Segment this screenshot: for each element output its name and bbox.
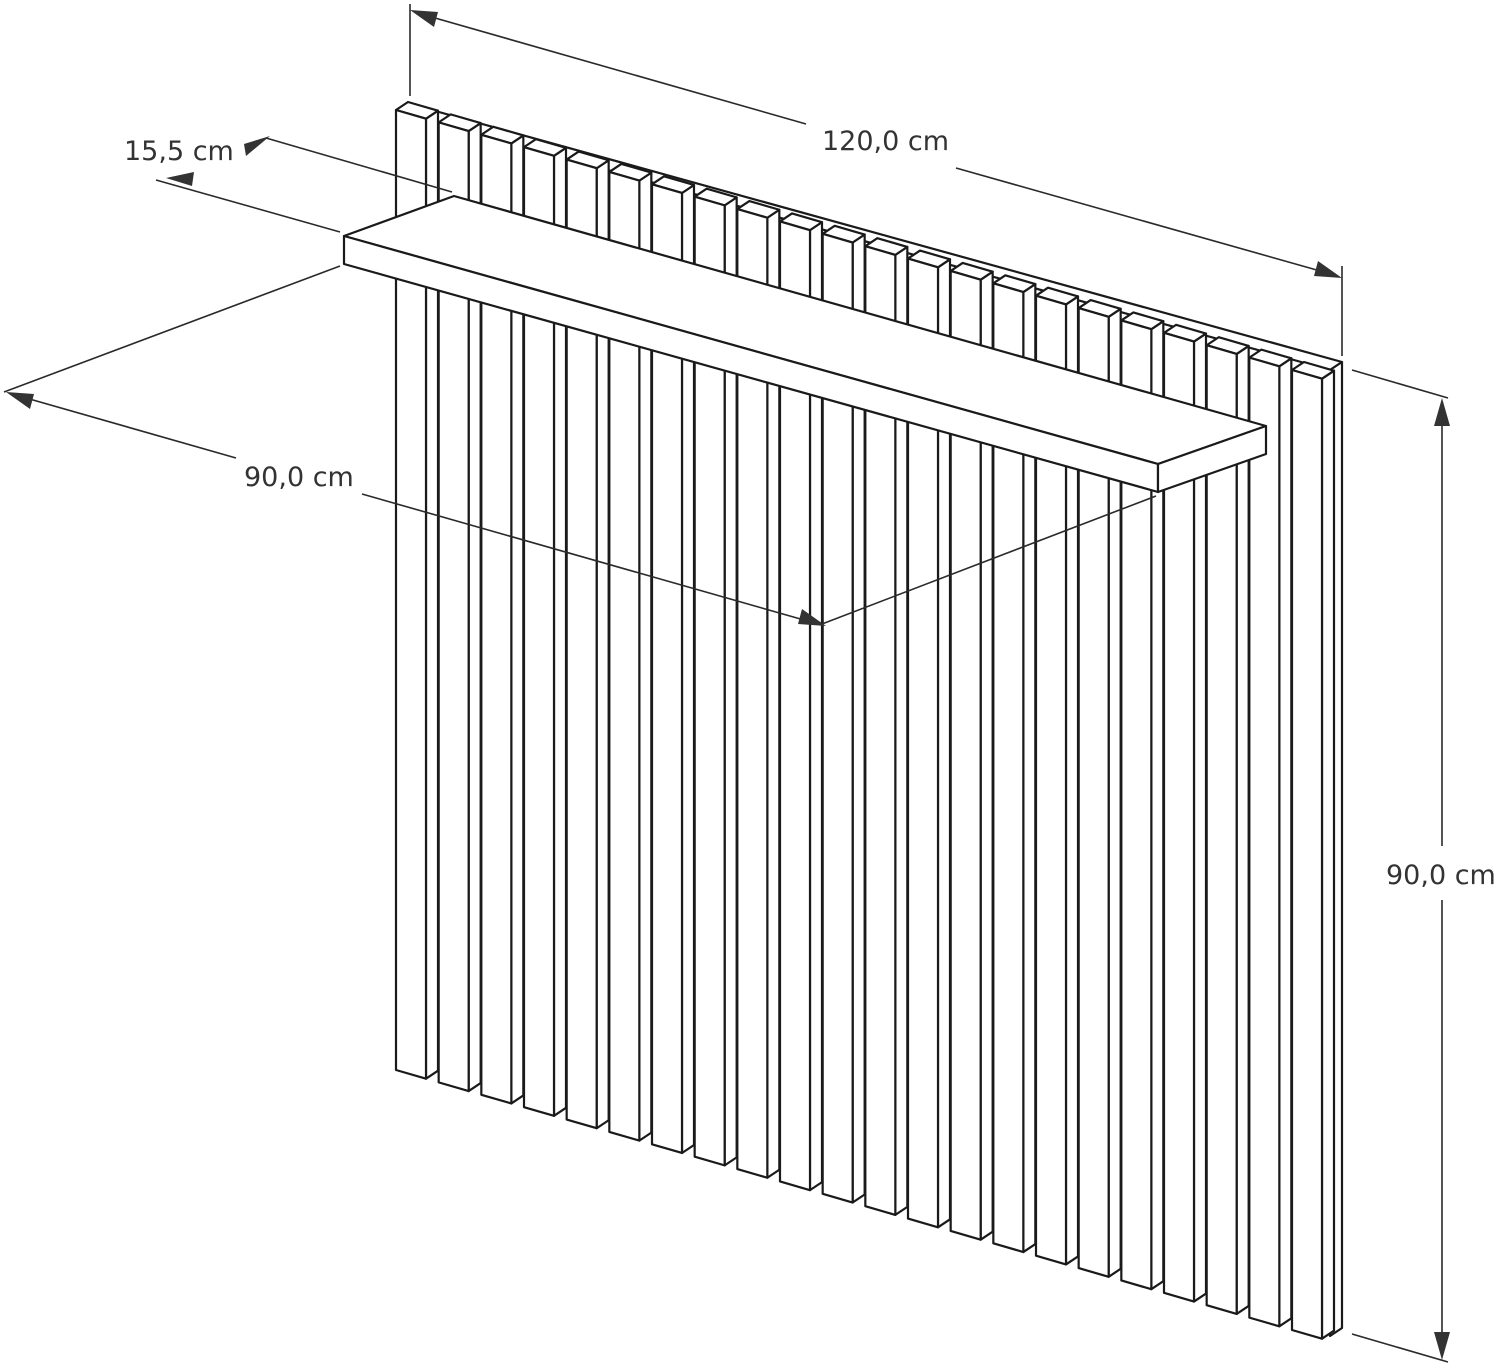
slat-front (1205, 344, 1238, 1316)
arrow-head (1434, 1332, 1450, 1360)
slat-front (949, 269, 982, 1241)
slat-front (650, 183, 684, 1155)
panel-slat (736, 199, 781, 1179)
dimension-shelf-length: 90,0 cm (3, 265, 1157, 626)
slat-front (864, 245, 897, 1216)
shelf-depth-label: 15,5 cm (124, 136, 234, 167)
slat-front (1034, 294, 1068, 1266)
panel-slat (778, 212, 824, 1192)
panel-slat (437, 113, 482, 1093)
slat-front (736, 207, 769, 1179)
panel-slat (394, 100, 440, 1080)
arrow-head (1314, 261, 1342, 278)
arrow-head (1434, 398, 1450, 426)
slat-side (1320, 369, 1336, 1340)
slat-front (522, 146, 556, 1117)
shelf (342, 194, 1268, 494)
dimension-shelf-depth: 15,5 cm (124, 136, 453, 233)
panel-slat (608, 162, 653, 1142)
panel-slat (821, 224, 866, 1204)
slat-front (821, 232, 854, 1204)
slat-front (778, 220, 812, 1192)
dimension-height: 90,0 cm (1351, 369, 1496, 1363)
slat-front (992, 282, 1025, 1254)
panel-slat (1248, 348, 1293, 1328)
slat-side (1278, 357, 1293, 1328)
arrow-head (410, 10, 438, 27)
slat-front (437, 121, 470, 1093)
panel-slat (693, 187, 738, 1167)
slat-front (1120, 319, 1153, 1291)
slat-front (1077, 306, 1110, 1278)
width-label: 120,0 cm (822, 126, 949, 157)
slat-front (1290, 368, 1324, 1340)
shelf-length-label: 90,0 cm (244, 462, 354, 493)
shelf-side (1156, 424, 1268, 494)
slat-front (394, 108, 428, 1080)
slat-front (608, 170, 641, 1142)
panel-slat (949, 261, 994, 1241)
slat-front (565, 158, 598, 1130)
dimension-width: 120,0 cm (409, 4, 1343, 356)
panel-slat (650, 175, 696, 1155)
slat-front (693, 195, 726, 1167)
height-label: 90,0 cm (1386, 860, 1496, 891)
slat-front (480, 133, 513, 1105)
slat-front (1162, 331, 1196, 1303)
arrow-head (798, 609, 826, 626)
arrow-head (244, 136, 270, 156)
panel-slats (394, 100, 1336, 1340)
panel-slat (565, 150, 610, 1130)
panel-slat (1034, 286, 1080, 1266)
panel-slat (1077, 298, 1122, 1278)
slat-front (1248, 356, 1281, 1328)
slat-front (906, 257, 940, 1229)
panel-slat (480, 125, 525, 1105)
arrow-head (6, 392, 34, 409)
arrow-head (166, 172, 194, 186)
panel-slat (1205, 336, 1250, 1316)
slat-side (1235, 344, 1250, 1316)
panel-slat (1290, 360, 1336, 1340)
panel-slat (1162, 323, 1208, 1303)
